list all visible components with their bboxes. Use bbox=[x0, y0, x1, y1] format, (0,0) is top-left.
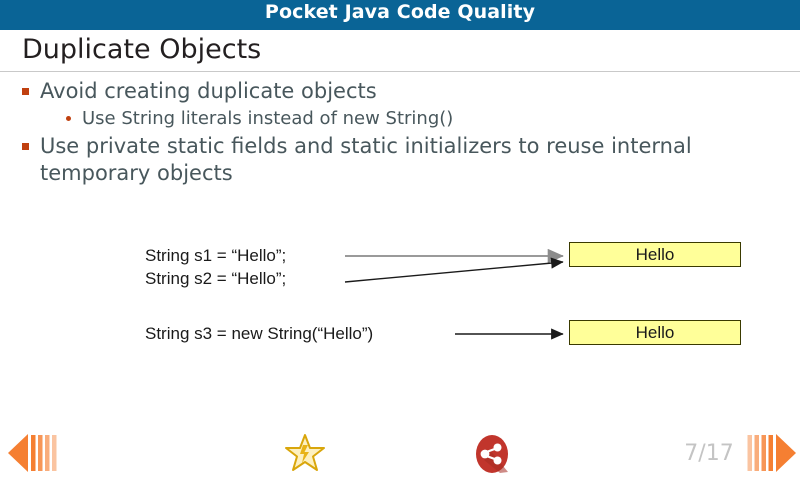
string-interning-diagram: String s1 = “Hello”; String s2 = “Hello”… bbox=[0, 235, 800, 385]
list-item: Use String literals instead of new Strin… bbox=[0, 106, 800, 132]
star-icon bbox=[285, 434, 325, 471]
code-line-s1: String s1 = “Hello”; bbox=[145, 246, 287, 265]
favorite-button[interactable] bbox=[284, 432, 326, 474]
app-title-bar: Pocket Java Code Quality bbox=[0, 0, 800, 30]
app-title: Pocket Java Code Quality bbox=[264, 1, 536, 23]
previous-slide-button[interactable] bbox=[6, 430, 60, 476]
object-box-new: Hello bbox=[569, 320, 741, 345]
share-icon bbox=[476, 435, 508, 473]
bullet-text: Use private static fields and static ini… bbox=[40, 134, 692, 185]
dot-bullet-icon bbox=[66, 116, 71, 121]
object-box-literal: Hello bbox=[569, 242, 741, 267]
code-line-s2: String s2 = “Hello”; bbox=[145, 269, 287, 288]
list-item: Avoid creating duplicate objects bbox=[0, 78, 800, 105]
footer-toolbar: 7/17 bbox=[0, 423, 800, 480]
previous-arrow-icon bbox=[8, 434, 57, 472]
code-line-s3: String s3 = new String(“Hello”) bbox=[145, 324, 374, 343]
slide-title: Duplicate Objects bbox=[22, 34, 262, 65]
diagram-arrows bbox=[344, 248, 564, 340]
next-slide-button[interactable] bbox=[744, 430, 798, 476]
bullet-list: Avoid creating duplicate objects Use Str… bbox=[0, 78, 800, 188]
page-indicator: 7/17 bbox=[684, 441, 734, 466]
square-bullet-icon bbox=[22, 143, 29, 150]
square-bullet-icon bbox=[22, 88, 29, 95]
list-item: Use private static fields and static ini… bbox=[0, 133, 800, 187]
share-button[interactable] bbox=[470, 432, 514, 476]
title-divider bbox=[0, 71, 800, 72]
bullet-text: Avoid creating duplicate objects bbox=[40, 79, 377, 103]
next-arrow-icon bbox=[747, 434, 796, 472]
bullet-text: Use String literals instead of new Strin… bbox=[82, 108, 454, 129]
arrow-s2-to-literal bbox=[344, 257, 564, 283]
slide-canvas: Duplicate Objects Avoid creating duplica… bbox=[0, 30, 800, 423]
